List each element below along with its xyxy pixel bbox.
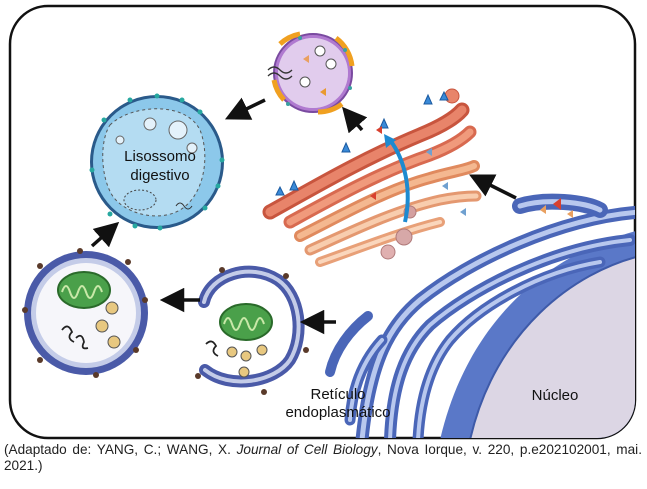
golgi-transport-arrow [388,138,410,223]
digestive-lysosome [89,93,225,231]
lysosome-label: Lisossomo digestivo [108,147,212,185]
source-caption: (Adaptado de: YANG, C.; WANG, X. Journal… [4,442,642,474]
er-label-line2: endoplasmático [285,404,391,421]
endoplasmic-reticulum [325,193,635,438]
caption-prefix: (Adaptado de: YANG, C.; WANG, X. [4,442,237,457]
er-label-line1: Retículo [310,386,366,403]
lysosome-label-line1: Lisossomo [124,148,196,165]
nucleus-label: Núcleo [531,387,579,404]
golgi-apparatus [262,102,482,267]
er-label: Retículo endoplasmático [258,386,418,422]
autophagosome [22,248,148,378]
golgi-receptors [275,90,449,196]
arrow-vesicle-to-lysosome [224,97,266,120]
golgi-cargo [370,126,466,216]
caption-suffix: , Nova Iorque, v. 220, p.e202102001, mai… [4,442,642,473]
arrow-golgi-to-vesicle [342,106,368,134]
lysosome-label-line2: digestivo [130,167,190,184]
phagophore [195,265,309,395]
arrow-er-to-golgi [469,174,517,200]
process-arrows [90,97,517,335]
arrow-autophagosome-to-lysosome [90,221,120,248]
transport-vesicle [267,31,355,115]
caption-journal: Journal of Cell Biology [236,442,378,457]
nucleus [440,230,635,438]
